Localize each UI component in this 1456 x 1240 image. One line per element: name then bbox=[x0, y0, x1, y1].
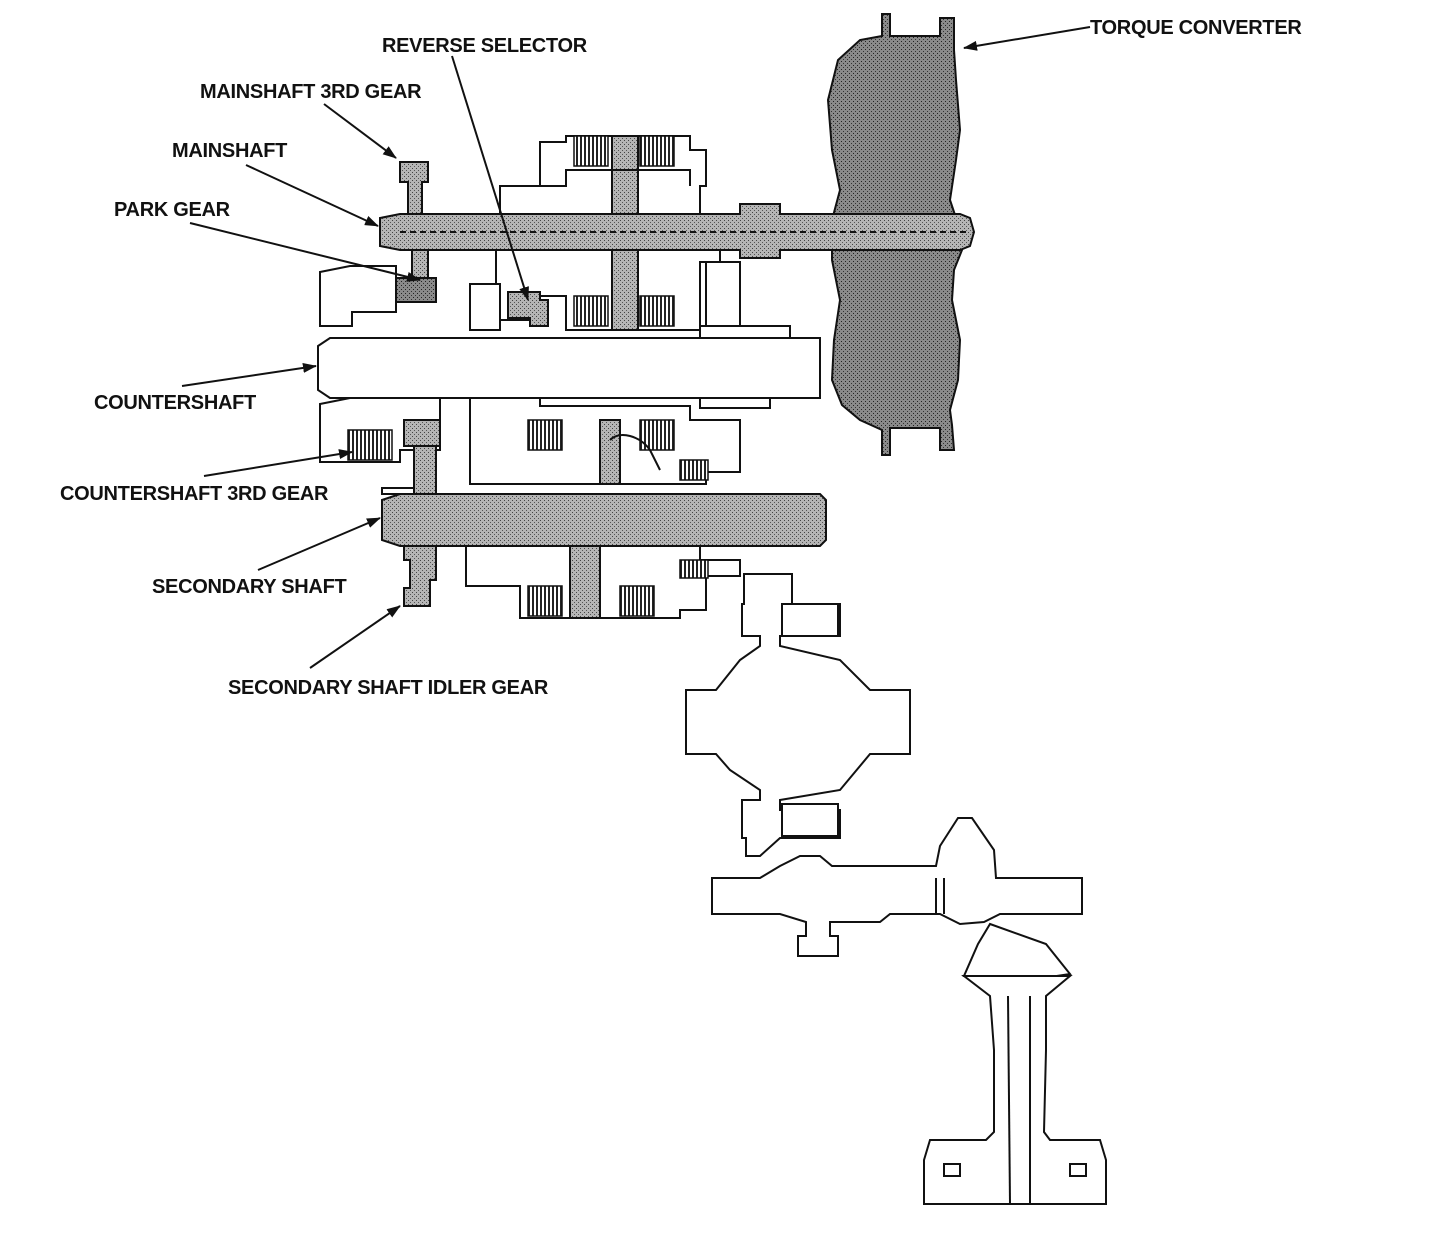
secondary-shaft-idler-gear-part bbox=[403, 545, 437, 607]
countershaft-3rd-gear-label: COUNTERSHAFT 3RD GEAR bbox=[60, 483, 329, 505]
secondary-shaft-part bbox=[381, 487, 827, 547]
mainshaft-3rd-gear-part bbox=[399, 161, 429, 279]
output-shaft-part bbox=[711, 817, 1083, 957]
park-gear-label: PARK GEAR bbox=[114, 199, 231, 221]
park-gear-leader bbox=[189, 222, 421, 282]
mainshaft-3rd-gear-label: MAINSHAFT 3RD GEAR bbox=[200, 81, 422, 103]
countershaft-3rd-gear-leader bbox=[203, 449, 353, 477]
secondary-shaft-idler-gear-leader bbox=[309, 605, 401, 669]
reverse-selector-leader bbox=[451, 55, 529, 301]
callout-labels: TORQUE CONVERTER REVERSE SELECTOR MAINSH… bbox=[60, 17, 1303, 699]
reverse-selector-part bbox=[469, 283, 549, 331]
bevel-gear-part bbox=[923, 922, 1107, 1205]
secondary-shaft-clutch-assembly bbox=[465, 545, 741, 619]
mainshaft-clutch-assembly bbox=[495, 135, 741, 331]
secondary-shaft-label: SECONDARY SHAFT bbox=[152, 576, 346, 598]
reverse-selector-label: REVERSE SELECTOR bbox=[382, 35, 588, 57]
secondary-shaft-leader bbox=[257, 517, 381, 571]
torque-converter-label: TORQUE CONVERTER bbox=[1090, 17, 1302, 39]
park-gear-part bbox=[319, 265, 437, 327]
secondary-shaft-idler-gear-label: SECONDARY SHAFT IDLER GEAR bbox=[228, 677, 549, 699]
mainshaft-3rd-gear-leader bbox=[323, 103, 397, 159]
leader-lines bbox=[181, 26, 1091, 669]
countershaft-part bbox=[317, 325, 821, 409]
torque-converter-leader bbox=[963, 26, 1091, 51]
countershaft-label: COUNTERSHAFT bbox=[94, 392, 256, 414]
differential-part bbox=[685, 573, 911, 857]
countershaft-leader bbox=[181, 362, 317, 387]
mainshaft-label: MAINSHAFT bbox=[172, 140, 287, 162]
mainshaft-leader bbox=[245, 164, 379, 227]
countershaft-clutch-assembly bbox=[469, 397, 741, 485]
countershaft-3rd-gear-part bbox=[319, 397, 441, 497]
